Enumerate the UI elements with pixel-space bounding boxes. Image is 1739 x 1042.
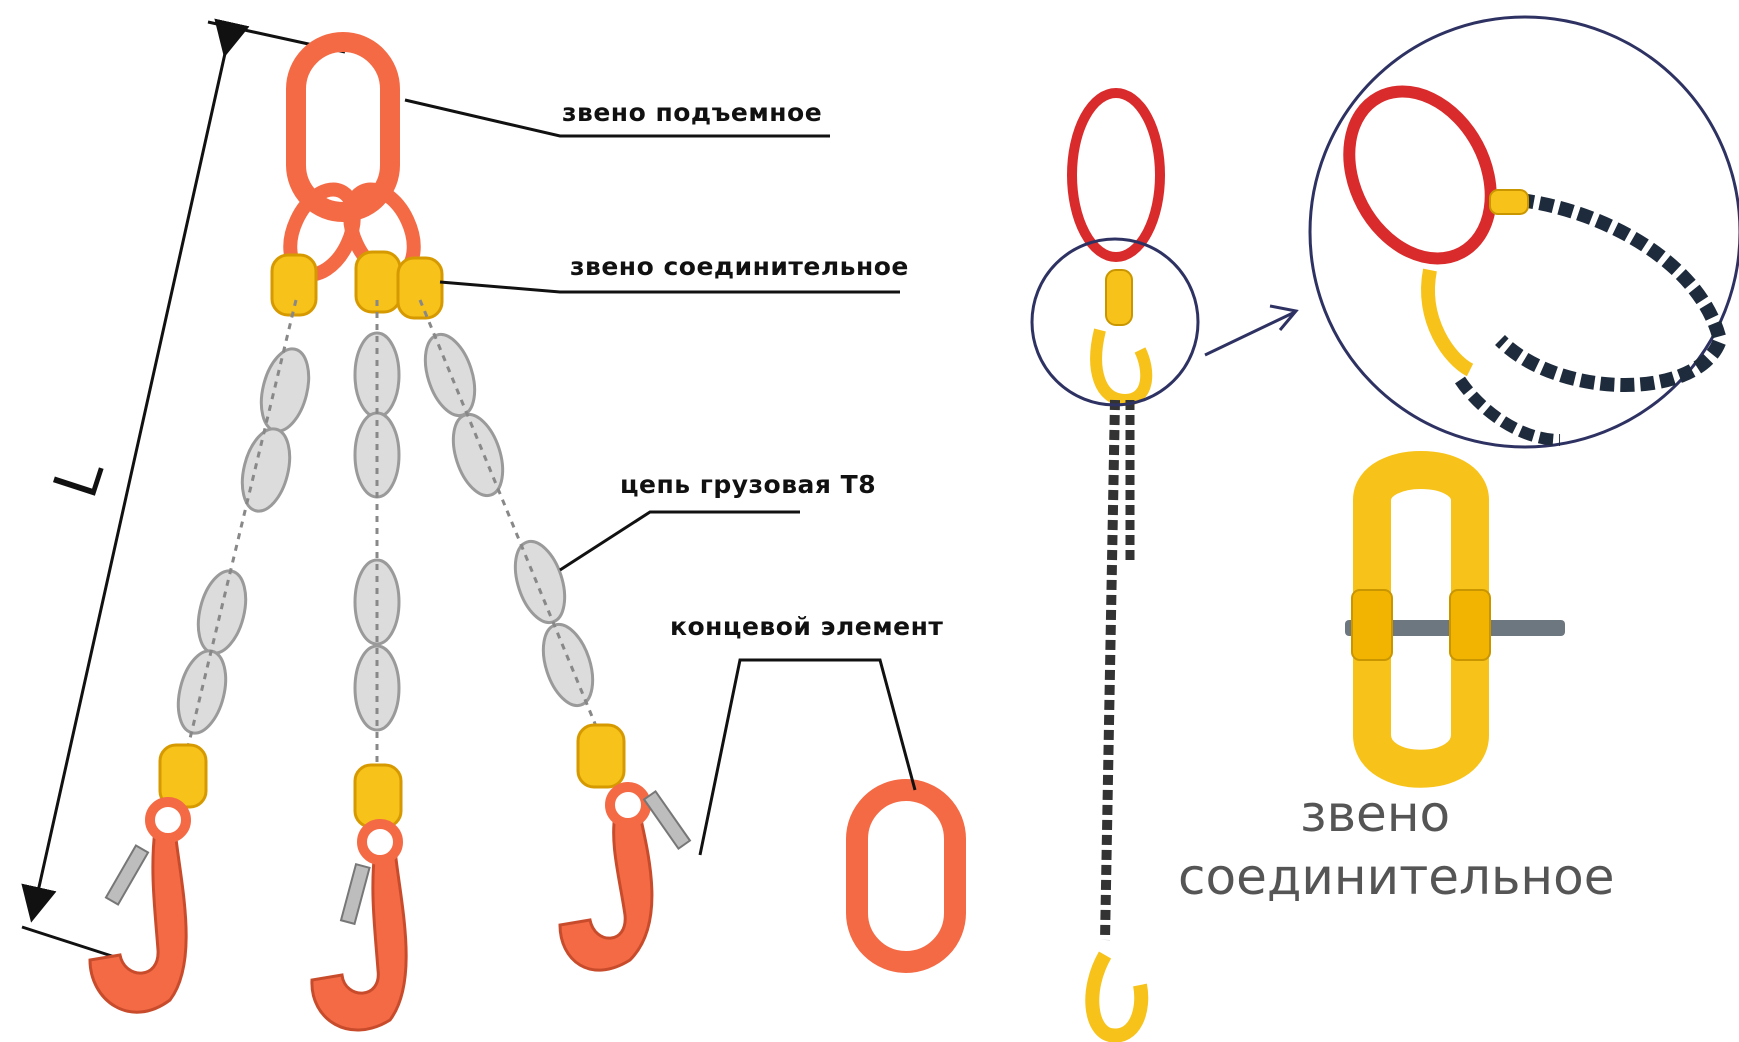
hook-middle-latch [341, 864, 370, 924]
connector-top-3 [398, 258, 442, 318]
link-lug-left [1352, 590, 1392, 660]
leader-end-element [700, 660, 915, 855]
label-lifting-link: звено подъемное [562, 98, 822, 127]
label-chain: цепь грузовая Т8 [620, 470, 876, 499]
caption-line2: соединительное [1178, 848, 1614, 906]
hook-right-latch [644, 791, 690, 848]
hook-left-eye [150, 802, 186, 838]
leader-chain [560, 512, 800, 570]
single-chain [1105, 400, 1115, 940]
chain-leg-left [170, 300, 316, 780]
single-shortening-hook [1096, 330, 1146, 400]
hook-right-eye [610, 787, 646, 823]
dimension-tick-bottom [22, 927, 118, 958]
label-end-element: концевой элемент [670, 612, 943, 641]
connecting-link-illustration [1345, 470, 1565, 769]
connector-top-1 [272, 255, 316, 315]
chain-leg-right [416, 300, 610, 760]
single-bottom-hook [1092, 955, 1141, 1036]
detail-zoom [1310, 17, 1739, 447]
three-leg-sling [22, 22, 955, 1030]
leader-connecting-link [440, 282, 900, 292]
caption-line1: звено [1300, 785, 1450, 843]
chain-leg-middle [355, 300, 399, 770]
zoom-arrow [1205, 312, 1295, 355]
detail-connector [1490, 190, 1528, 214]
end-ring [857, 790, 955, 962]
single-connector [1106, 270, 1132, 325]
connector-bottom-2 [355, 765, 401, 827]
connector-bottom-3 [578, 725, 624, 787]
label-connecting-link: звено соединительное [570, 252, 909, 281]
hook-right [560, 815, 652, 970]
hook-middle-eye [362, 824, 398, 860]
link-lug-right [1450, 590, 1490, 660]
hook-left-latch [106, 846, 148, 905]
single-master-link [1072, 93, 1160, 257]
